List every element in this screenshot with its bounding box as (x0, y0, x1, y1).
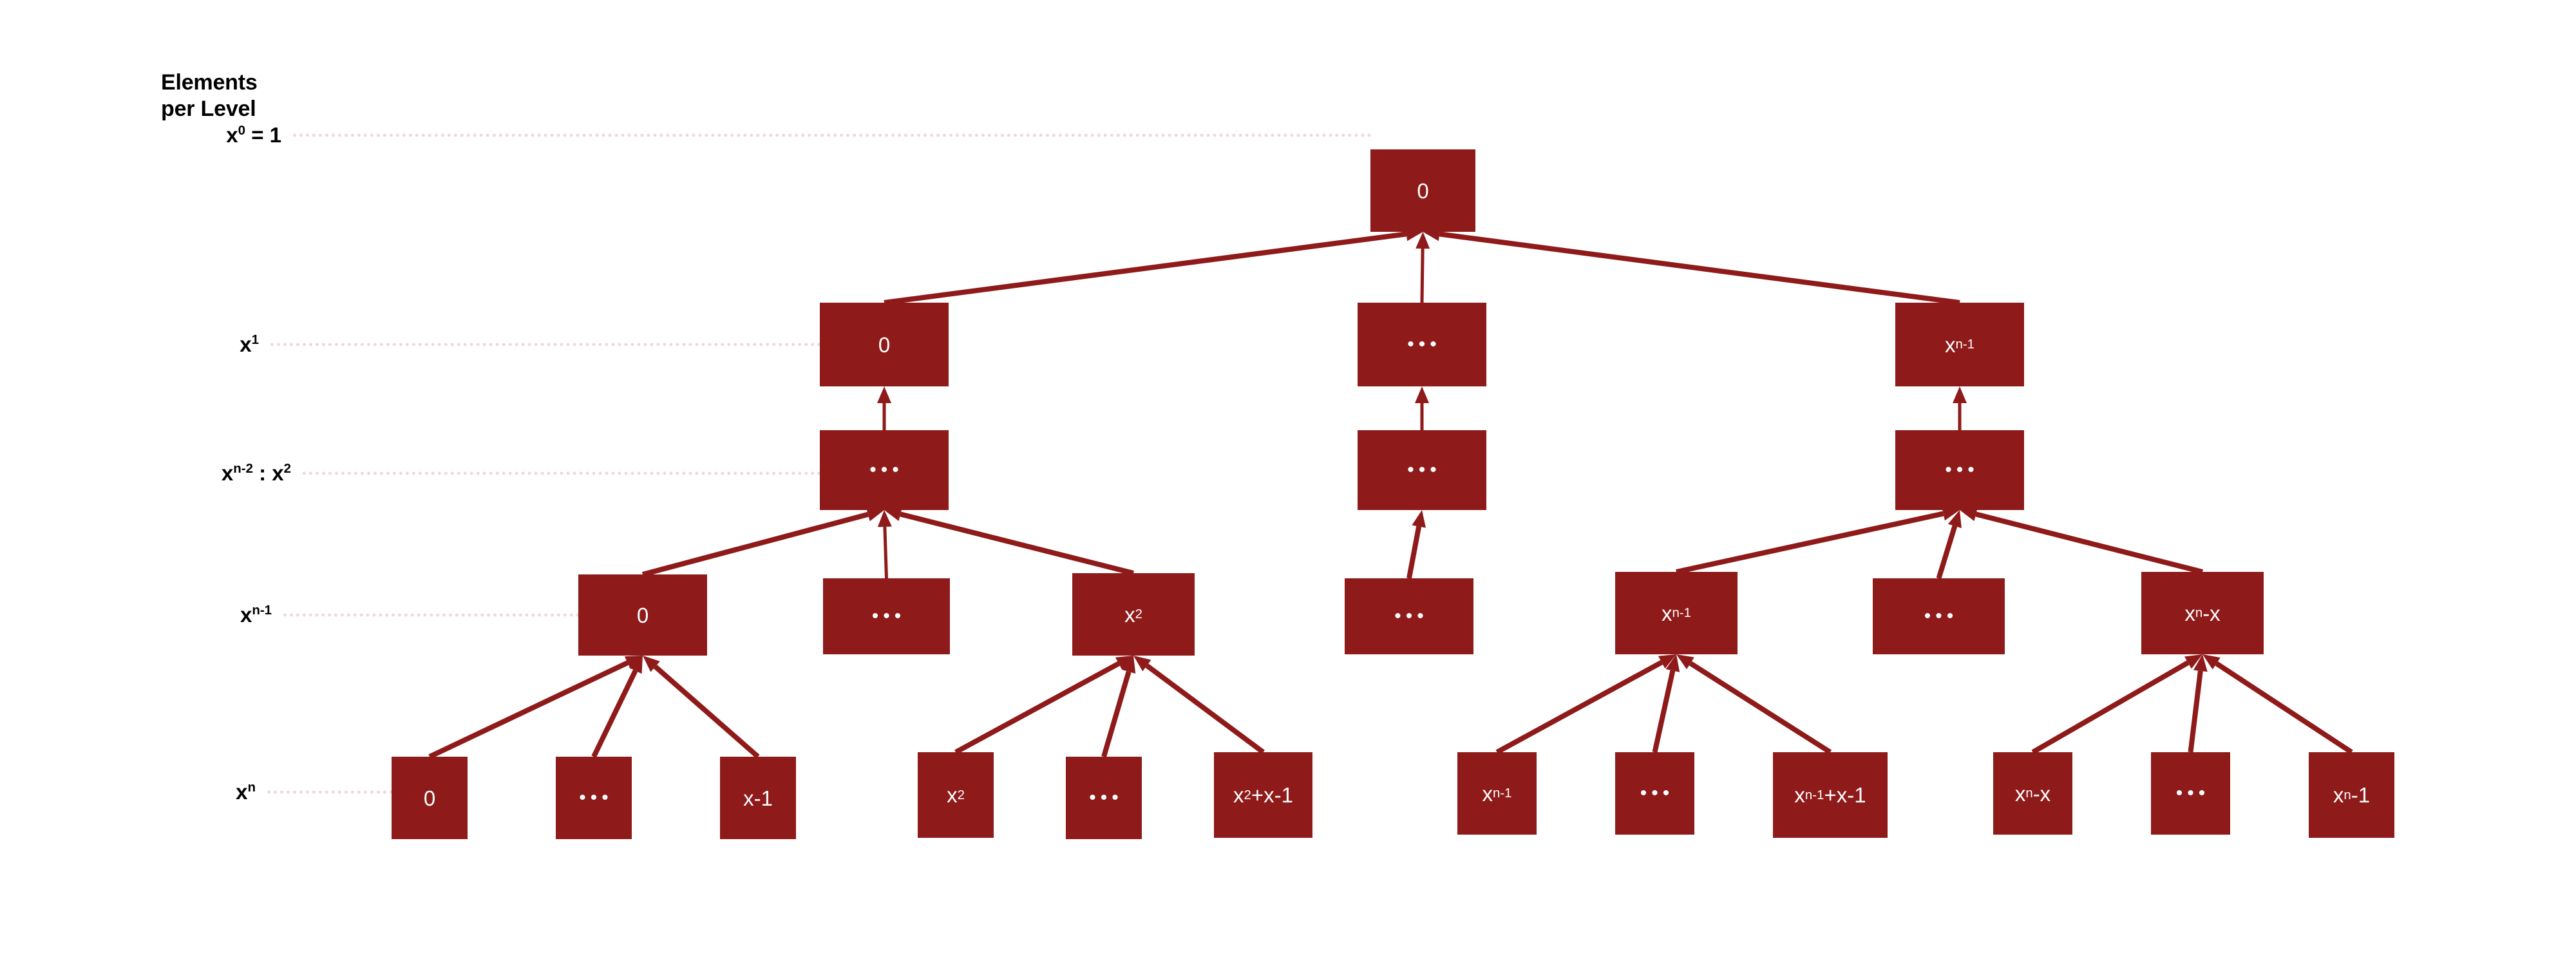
tree-edge (954, 656, 1133, 755)
tree-node[interactable]: ••• (1358, 430, 1486, 510)
level-label-0: x0 = 1 (226, 123, 281, 147)
tree-node[interactable]: 0 (1370, 149, 1475, 232)
tree-edge (2202, 654, 2353, 755)
tree-edge (2031, 654, 2202, 755)
tree-edge (1416, 232, 1430, 303)
tree-edge (877, 510, 892, 579)
tree-edge (1960, 507, 2203, 574)
tree-node[interactable]: 0 (392, 757, 468, 839)
tree-node[interactable]: ••• (820, 430, 949, 510)
tree-edge (1133, 656, 1265, 755)
tree-edge (1953, 386, 1967, 430)
leader-line (270, 343, 821, 346)
tree-edge (884, 227, 1423, 305)
level-label-1: x1 (240, 332, 259, 356)
tree-edge (428, 656, 643, 759)
tree-edge (1101, 656, 1136, 758)
leader-line (267, 790, 393, 794)
tree-node[interactable]: 0 (578, 574, 707, 656)
tree-node[interactable]: ••• (1873, 578, 2005, 654)
tree-edge (1676, 506, 1960, 574)
level-label-3: xn-1 (240, 603, 272, 627)
tree-edge (2188, 654, 2208, 753)
tree-node[interactable]: ••• (556, 757, 632, 839)
tree-edge (1406, 510, 1426, 579)
tree-node[interactable]: ••• (2151, 752, 2230, 835)
tree-edge (1676, 654, 1832, 755)
tree-edge (643, 656, 760, 759)
axis-title: Elements per Level (161, 70, 258, 122)
tree-edge (1652, 654, 1680, 753)
level-label-2: xn-2 : x2 (221, 461, 291, 485)
tree-node[interactable]: ••• (1066, 757, 1142, 839)
tree-node[interactable]: ••• (1615, 752, 1694, 835)
leader-line (293, 133, 1372, 137)
leader-line (303, 471, 821, 475)
tree-node[interactable]: ••• (823, 578, 950, 654)
leader-line (283, 613, 580, 617)
tree-edge (884, 507, 1134, 576)
tree-edge (1495, 654, 1676, 755)
tree-edge (641, 507, 884, 577)
tree-node[interactable]: ••• (1358, 303, 1486, 386)
tree-edge (1936, 510, 1962, 580)
tree-edge (1423, 227, 1960, 305)
tree-node[interactable]: ••• (1895, 430, 2024, 510)
level-label-4: xn (236, 780, 256, 804)
tree-node[interactable]: x-1 (720, 757, 796, 839)
tree-node[interactable]: 0 (820, 303, 949, 386)
tree-node[interactable]: ••• (1345, 578, 1473, 654)
tree-edge (1415, 386, 1429, 430)
tree-edge (591, 656, 643, 758)
tree-edge (877, 386, 891, 430)
